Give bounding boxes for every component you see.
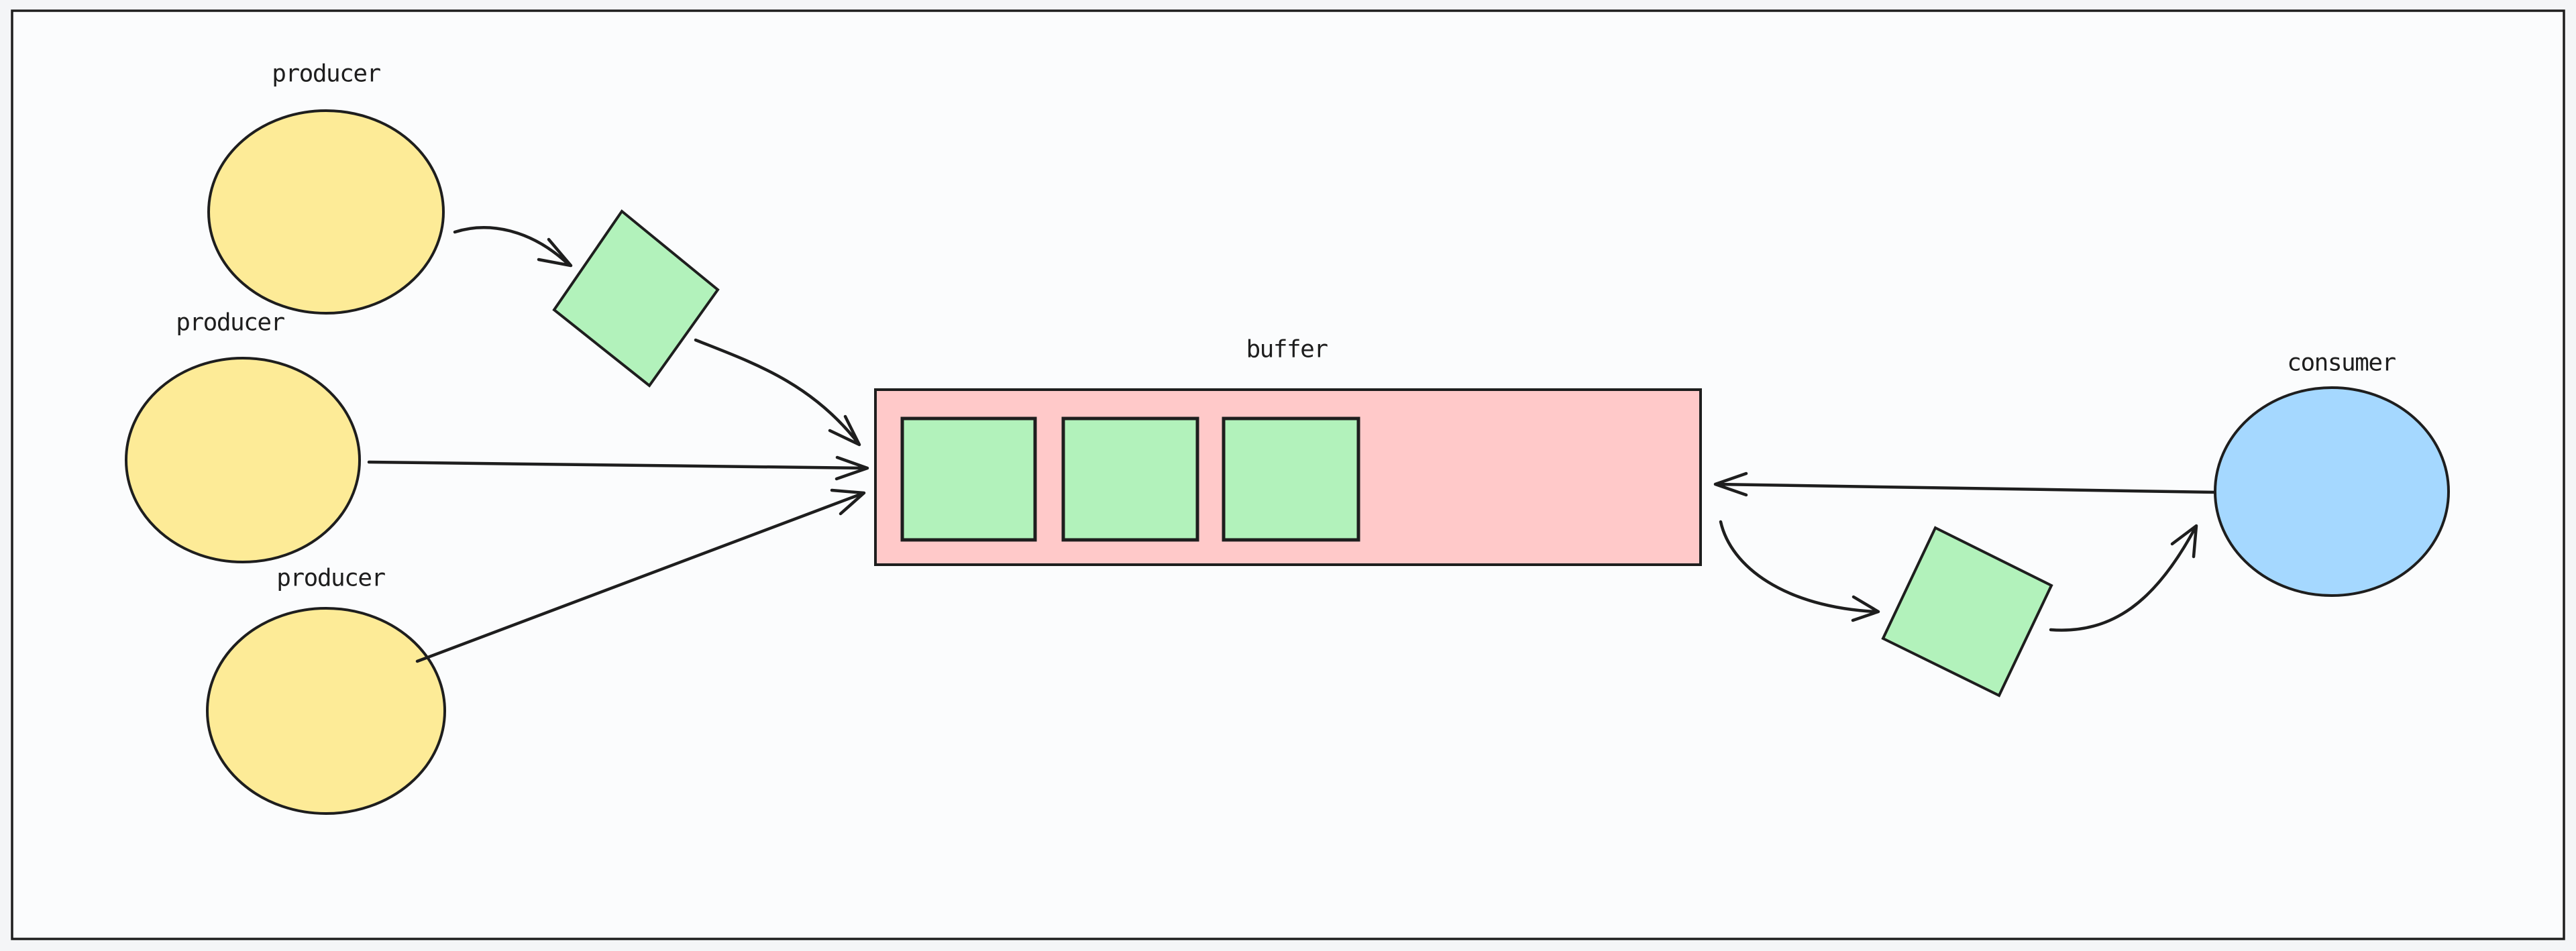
producer-node-3: producer — [206, 565, 446, 815]
buffer-node: buffer — [874, 336, 1702, 566]
producer-label-1: producer — [272, 60, 380, 88]
producer-node-2: producer — [125, 309, 361, 563]
consumer-circle — [2214, 386, 2450, 597]
producer-node-1: producer — [207, 60, 445, 315]
buffer-label: buffer — [1246, 336, 1328, 363]
arrow-item-to-consumer — [2049, 524, 2198, 632]
consumer-node: consumer — [2214, 349, 2450, 597]
arrow-producer3-to-buffer — [415, 488, 866, 663]
item-diamond-consumer-side — [1881, 526, 2053, 697]
buffer-slot-3 — [1222, 416, 1360, 542]
consumer-label: consumer — [2287, 349, 2396, 377]
arrow-producer1-to-item — [453, 226, 573, 268]
buffer-slot-1 — [900, 416, 1037, 542]
arrow-buffer-to-item — [1719, 520, 1880, 622]
producer-circle-3 — [206, 607, 446, 815]
producer-label-2: producer — [176, 309, 284, 337]
producer-circle-2 — [125, 357, 361, 563]
producer-circle-1 — [207, 109, 445, 315]
arrow-producer2-to-buffer — [367, 455, 869, 481]
arrow-consumer-to-buffer — [1713, 471, 2217, 497]
item-diamond-producer-side — [552, 209, 720, 388]
buffer-slot-2 — [1061, 416, 1199, 542]
producer-label-3: producer — [276, 565, 385, 592]
arrow-item-to-buffer — [694, 338, 861, 447]
